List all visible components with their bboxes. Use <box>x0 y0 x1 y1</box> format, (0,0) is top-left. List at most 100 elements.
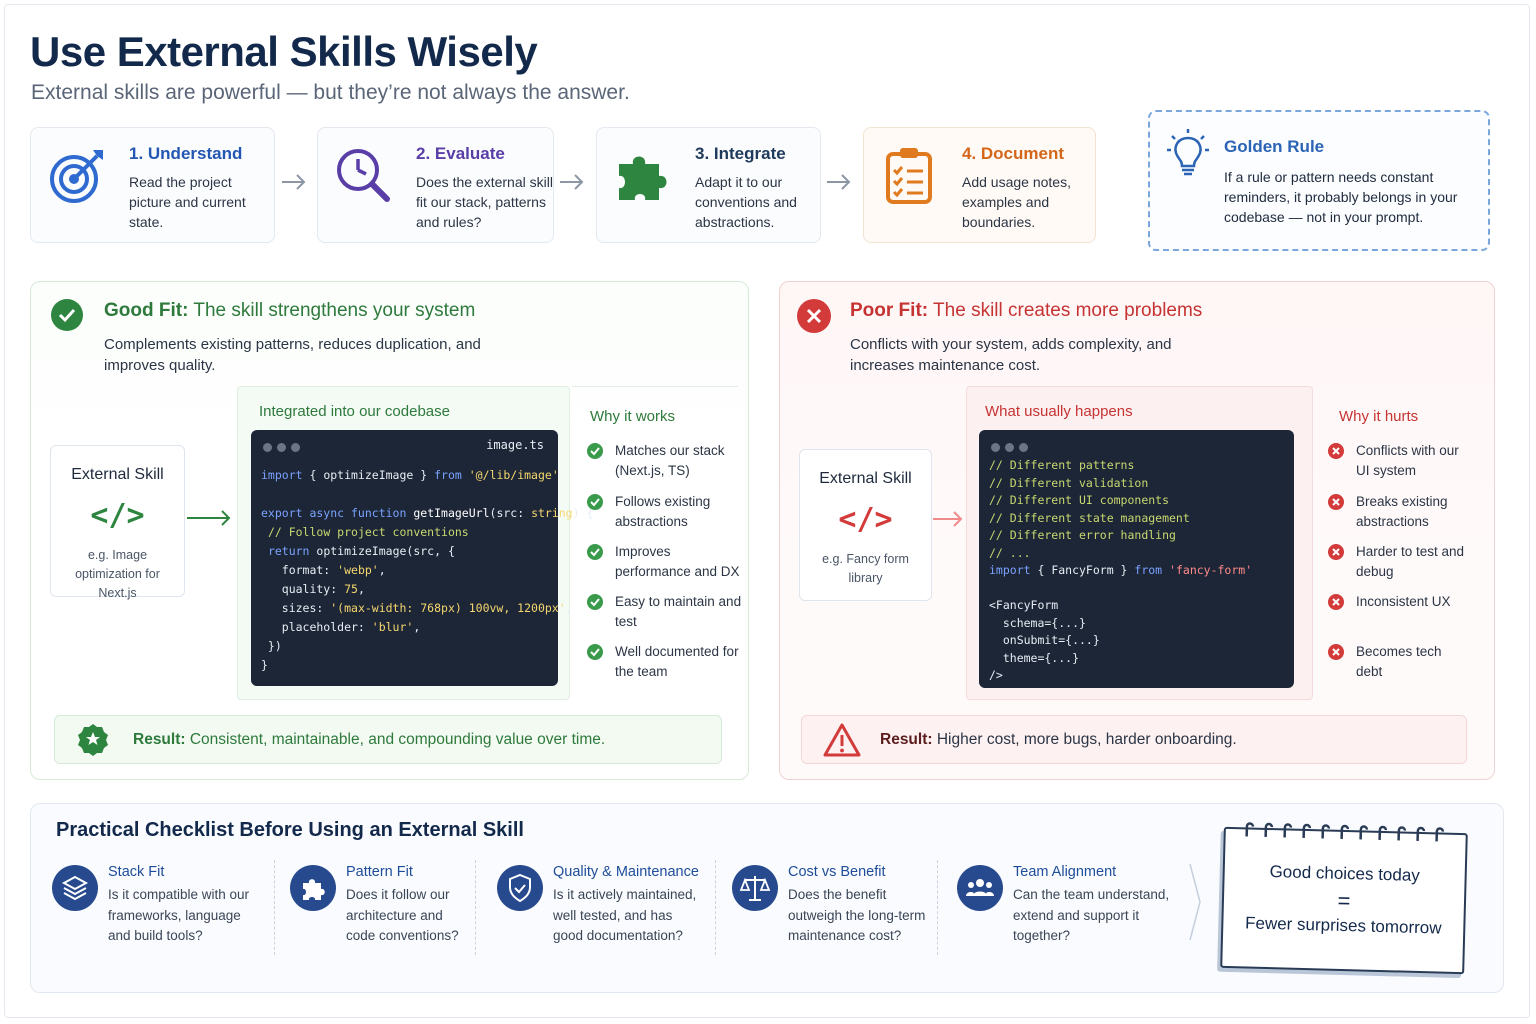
award-badge-icon <box>78 724 108 756</box>
x-icon <box>1328 443 1344 459</box>
why-item: Matches our stack (Next.js, TS) <box>587 441 745 481</box>
golden-rule-card: Golden Rule If a rule or pattern needs c… <box>1148 110 1490 251</box>
poor-fit-panel: Poor Fit: The skill creates more problem… <box>779 281 1495 780</box>
arrow-right-icon <box>827 174 851 190</box>
code-brackets-icon: </> <box>838 502 893 537</box>
checklist-item-desc: Does the benefit outweigh the long-term … <box>788 887 926 943</box>
why-item: Harder to test and debug <box>1328 542 1466 582</box>
why-item-text: Easy to maintain and test <box>615 594 742 629</box>
result-label: Result: <box>133 731 186 748</box>
checklist-item-desc: Does it follow our architecture and code… <box>346 887 459 943</box>
scales-icon <box>732 865 778 911</box>
step-desc: Adapt it to our conventions and abstract… <box>695 174 797 230</box>
page-subtitle: External skills are powerful — but they’… <box>31 81 630 104</box>
good-fit-result: Result: Consistent, maintainable, and co… <box>54 715 722 764</box>
poor-fit-result: Result: Higher cost, more bugs, harder o… <box>801 715 1467 764</box>
check-icon <box>587 644 603 660</box>
puzzle-icon <box>619 156 667 200</box>
checklist-title: Practical Checklist Before Using an Exte… <box>56 819 524 841</box>
result-value: Consistent, maintainable, and compoundin… <box>189 731 606 748</box>
check-icon <box>587 544 603 560</box>
checklist-item-title: Team Alignment <box>1013 864 1117 880</box>
step-desc: Does the external skill fit our stack, p… <box>416 174 553 230</box>
poor-fit-heading: Poor Fit: The skill creates more problem… <box>850 300 1202 322</box>
why-item-text: Improves performance and DX <box>615 544 740 579</box>
step-desc: Add usage notes, examples and boundaries… <box>962 174 1071 230</box>
golden-rule-title: Golden Rule <box>1224 137 1325 156</box>
magnifier-icon <box>337 149 390 202</box>
good-fit-desc: Complements existing patterns, reduces d… <box>104 336 481 374</box>
step-title: 3. Integrate <box>695 144 786 163</box>
lightbulb-icon <box>1167 129 1209 176</box>
external-skill-title: External Skill <box>819 470 912 487</box>
code-block-fancy-form: // Different patterns // Different valid… <box>979 430 1294 688</box>
chevron-right-icon <box>1189 863 1201 941</box>
layers-icon <box>52 865 98 911</box>
poor-fit-label: Poor Fit: <box>850 300 929 321</box>
poor-fit-desc: Conflicts with your system, adds complex… <box>850 336 1172 374</box>
step-integrate: 3. Integrate Adapt it to our conventions… <box>596 127 821 243</box>
poor-fit-heading-text: The skill creates more problems <box>933 300 1203 321</box>
why-item: Well documented for the team <box>587 642 745 682</box>
external-skill-example: e.g. Fancy form library <box>822 552 909 585</box>
check-icon <box>587 443 603 459</box>
code-block-image-ts: image.ts import { optimizeImage } from '… <box>251 430 593 686</box>
why-item: Improves performance and DX <box>587 542 747 582</box>
why-item: Inconsistent UX <box>1328 592 1456 612</box>
motto-note-card: Good choices today = Fewer surprises tom… <box>1220 822 1468 975</box>
step-understand: 1. Understand Read the project picture a… <box>30 127 275 243</box>
checklist-item-title: Quality & Maintenance <box>553 864 699 880</box>
check-icon <box>587 594 603 610</box>
good-fit-heading: Good Fit: The skill strengthens your sys… <box>104 300 475 322</box>
poor-fit-result-text: Result: Higher cost, more bugs, harder o… <box>880 731 1237 749</box>
checklist-item-desc: Is it compatible with our frameworks, la… <box>108 887 250 943</box>
arrow-right-icon <box>933 511 963 527</box>
external-skill-card: External Skill </> e.g. Image optimizati… <box>50 445 185 600</box>
golden-rule-desc: If a rule or pattern needs constant remi… <box>1224 169 1458 225</box>
puzzle-icon <box>290 865 336 911</box>
step-title: 1. Understand <box>129 144 243 163</box>
check-circle-icon <box>51 299 83 331</box>
code-lines: // Different patterns // Different valid… <box>989 458 1253 682</box>
team-icon <box>957 865 1003 911</box>
code-filename: image.ts <box>486 438 544 452</box>
divider <box>715 860 716 955</box>
target-icon <box>50 150 103 203</box>
why-it-works-title: Why it works <box>590 408 676 425</box>
window-dots <box>263 441 305 455</box>
why-item-text: Conflicts with our UI system <box>1356 443 1459 478</box>
integrated-code-section: Integrated into our codebase image.ts im… <box>237 386 593 700</box>
page-frame <box>4 4 1530 1018</box>
step-title: 4. Document <box>962 144 1065 163</box>
good-fit-panel: Good Fit: The skill strengthens your sys… <box>30 281 749 780</box>
arrow-right-icon <box>560 174 584 190</box>
good-fit-label: Good Fit: <box>104 300 189 321</box>
result-value: Higher cost, more bugs, harder onboardin… <box>936 731 1237 748</box>
warning-icon <box>823 723 861 757</box>
arrow-right-icon <box>187 510 231 526</box>
step-evaluate: 2. Evaluate Does the external skill fit … <box>317 127 554 243</box>
external-skill-card: External Skill </> e.g. Fancy form libra… <box>799 449 932 601</box>
result-label: Result: <box>880 731 933 748</box>
integrated-code-title: Integrated into our codebase <box>259 403 450 420</box>
why-item-text: Becomes tech debt <box>1356 644 1442 679</box>
why-item-text: Harder to test and debug <box>1356 544 1465 579</box>
what-happens-title: What usually happens <box>985 403 1133 420</box>
checklist-item-desc: Is it actively maintained, well tested, … <box>553 887 697 943</box>
checklist-item-title: Pattern Fit <box>346 864 413 880</box>
arrow-right-icon <box>282 174 306 190</box>
why-item: Easy to maintain and test <box>587 592 745 632</box>
good-fit-result-text: Result: Consistent, maintainable, and co… <box>133 731 605 749</box>
why-item-text: Inconsistent UX <box>1356 594 1451 609</box>
x-circle-icon <box>797 299 831 333</box>
divider <box>937 860 938 955</box>
checklist-item-title: Cost vs Benefit <box>788 864 886 880</box>
check-icon <box>587 494 603 510</box>
external-skill-title: External Skill <box>71 466 164 483</box>
why-item: Breaks existing abstractions <box>1328 492 1466 532</box>
why-item-text: Breaks existing abstractions <box>1356 494 1448 529</box>
x-icon <box>1328 494 1344 510</box>
why-item-text: Well documented for the team <box>615 644 739 679</box>
why-item: Follows existing abstractions <box>587 492 745 532</box>
window-dots <box>991 441 1033 455</box>
